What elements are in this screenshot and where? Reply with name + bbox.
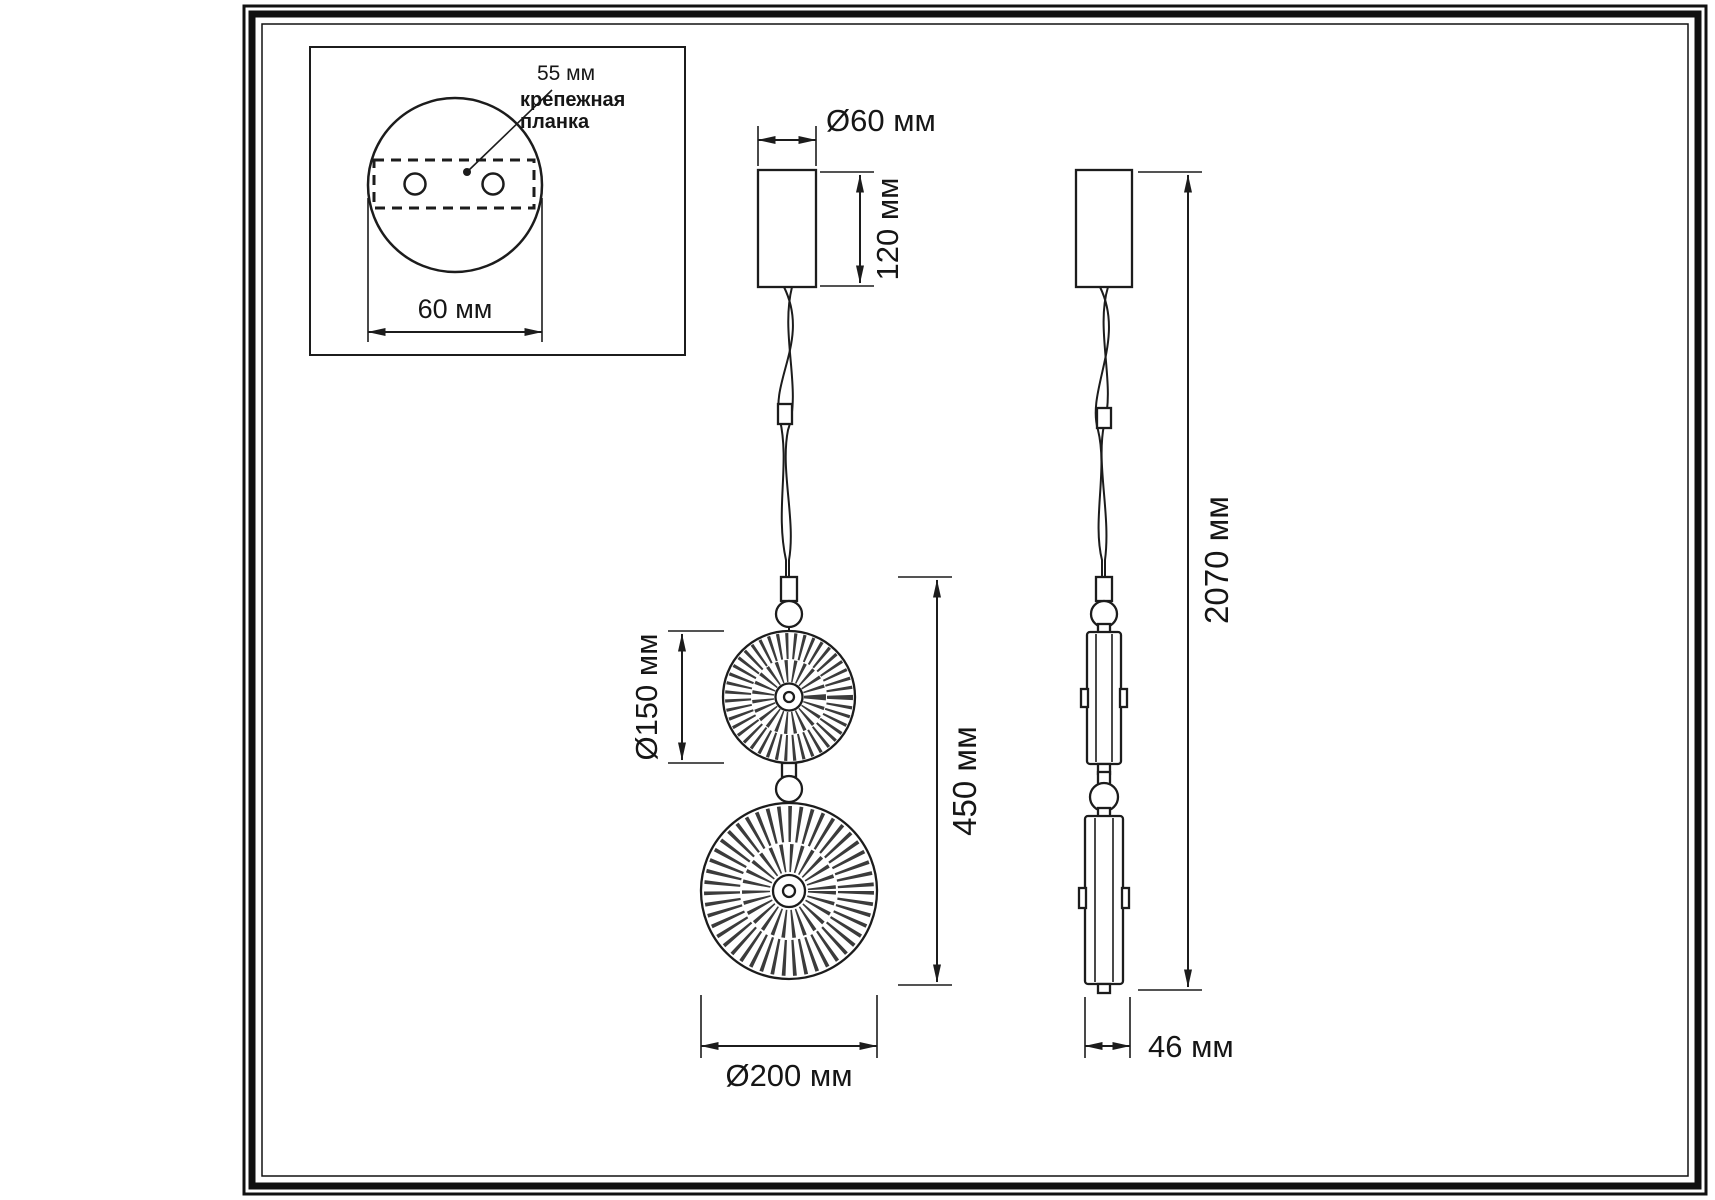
disc-150-side-body: [1085, 630, 1123, 766]
frame-inner-line: [261, 23, 1689, 1177]
wire-strand: [784, 286, 794, 578]
disc-side-tab-right: [1120, 886, 1131, 910]
inset-box: [309, 46, 686, 356]
disc-150-outer-spokes: [725, 633, 853, 761]
disc-cap-bottom: [1096, 982, 1112, 995]
disc-150-side: [1079, 622, 1129, 776]
disc-200-inner-spokes: [742, 844, 836, 938]
side-wire: [1094, 286, 1113, 578]
mount-hole-right: [481, 172, 505, 196]
wire-strand: [1100, 286, 1109, 578]
dim-d60-group: Ø60 мм: [757, 103, 936, 166]
disc-side-tab-left: [1079, 687, 1090, 709]
wire-fitting: [1095, 406, 1113, 430]
dim-120-group: 120 мм: [820, 171, 905, 287]
dim-d200-group: Ø200 мм: [700, 995, 878, 1093]
dim-450-label: 450 мм: [946, 726, 983, 836]
frame-thick-line: [248, 10, 1702, 1190]
dim-60-label: 60 мм: [418, 294, 493, 324]
dim-d150-group: Ø150 мм: [629, 630, 724, 764]
suspension-connector: [1094, 575, 1114, 603]
disc-200-side: [1077, 806, 1131, 995]
suspension-connector: [779, 575, 799, 603]
decor-ball-upper: [774, 599, 804, 629]
leader-line: [467, 89, 553, 172]
mount-hole-left: [403, 172, 427, 196]
disc-150-front: [721, 629, 857, 765]
dim-450-group: 450 мм: [898, 576, 983, 986]
dim-2070-label: 2070 мм: [1198, 496, 1235, 624]
front-view: Ø60 мм 120 мм: [629, 103, 983, 1093]
sheet-frame: [242, 4, 1708, 1196]
canopy-top-view-circle: [366, 96, 544, 274]
disc-150-inner-spokes: [752, 660, 826, 734]
frame-outer-line: [242, 4, 1708, 1196]
dim-120-label: 120 мм: [870, 178, 905, 281]
dim-d60-label: Ø60 мм: [826, 103, 936, 138]
dim-d200-label: Ø200 мм: [725, 1058, 852, 1093]
decor-ball-lower: [774, 774, 804, 804]
dim-46-label: 46 мм: [1148, 1029, 1234, 1064]
disc-200-side-body: [1083, 814, 1125, 986]
dim-46-group: 46 мм: [1084, 997, 1234, 1064]
mount-detail-inset: 55 мм крепежная планка 60 мм: [309, 46, 686, 356]
decor-ball-lower: [1088, 781, 1120, 813]
disc-side-tab-right: [1118, 687, 1129, 709]
disc-200-outer-spokes: [704, 806, 874, 976]
dim-55-label: 55 мм: [537, 62, 595, 85]
ceiling-canopy-front: [756, 168, 818, 289]
leader-dot: [463, 168, 471, 176]
ceiling-canopy-side: [1074, 168, 1134, 289]
front-wire: [776, 286, 794, 578]
mounting-plate-label-line1: крепежная: [520, 89, 625, 111]
disc-200-front: [699, 801, 879, 981]
disc-side-tab-left: [1077, 886, 1088, 910]
dim-2070-group: 2070 мм: [1138, 171, 1235, 991]
side-view: 2070 мм 46 мм: [1074, 168, 1235, 1064]
dim-d150-label: Ø150 мм: [629, 633, 664, 760]
disc-150-hub-dot: [782, 690, 796, 704]
wire-strand: [1094, 286, 1110, 578]
wire-fitting: [776, 402, 794, 426]
mounting-plate-label-line2: планка: [520, 111, 590, 133]
disc-200-hub-dot: [781, 883, 797, 899]
mounting-plate-dashed-rect: [372, 158, 536, 210]
